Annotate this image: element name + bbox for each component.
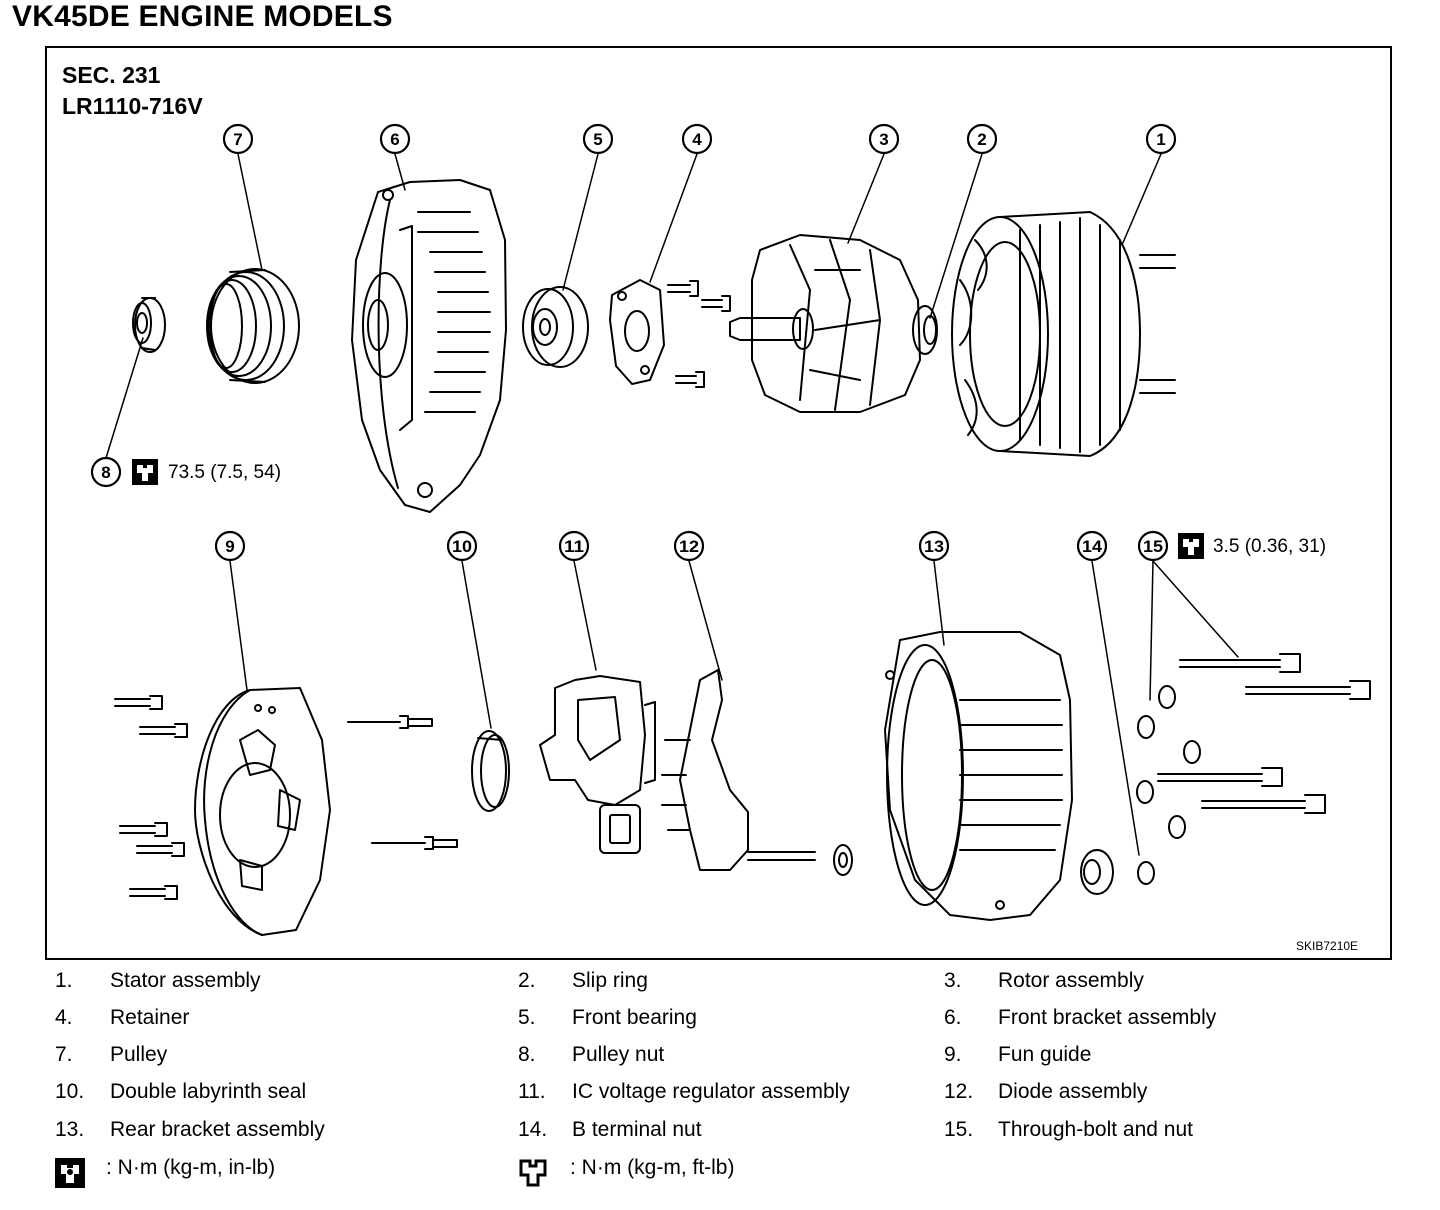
torque-unit-in-lb: : N·m (kg-m, in-lb): [106, 1156, 276, 1179]
callout-circles: [90, 123, 1177, 562]
callout-8: [90, 456, 122, 488]
callout-number: 15: [1143, 537, 1163, 556]
diagram-frame: [45, 46, 1392, 960]
callout-7: [222, 123, 254, 155]
parts-legend: 1. Stator assembly 2. Slip ring 3. Rotor…: [0, 964, 1440, 1204]
callout-15: [1137, 530, 1169, 562]
callout-number: 11: [564, 537, 584, 556]
through-bolt-torque: 3.5 (0.36, 31): [1213, 536, 1327, 557]
torque-wrench-icon: [132, 459, 158, 485]
callout-number: 13: [924, 537, 944, 556]
callout-3: [868, 123, 900, 155]
section-label: SEC. 231 LR1110-716V: [62, 60, 203, 122]
part-pulley: [206, 268, 300, 384]
callout-number: 9: [225, 537, 234, 556]
callout-5: [582, 123, 614, 155]
part-front-bracket: [351, 179, 507, 513]
callout-number: 3: [879, 130, 888, 149]
callout-14: [1076, 530, 1108, 562]
callout-9: [214, 530, 246, 562]
callout-1: [1145, 123, 1177, 155]
part-labyrinth-seal: [471, 730, 510, 812]
leader-lines: [105, 153, 1239, 856]
torque-wrench-icon: [518, 1158, 548, 1188]
callout-number: 6: [390, 130, 399, 149]
callout-number: 14: [1082, 537, 1103, 556]
model-number: LR1110-716V: [62, 93, 203, 119]
torque-wrench-icon: [1178, 533, 1204, 559]
callout-number: 2: [977, 130, 986, 149]
callout-number: 5: [593, 130, 602, 149]
callout-10: [446, 530, 478, 562]
pulley-nut-torque: 73.5 (7.5, 54): [168, 462, 282, 483]
callout-4: [681, 123, 713, 155]
part-retainer: [609, 279, 731, 388]
callout-number: 7: [233, 130, 242, 149]
part-through-bolts: [1136, 653, 1371, 885]
callout-number: 1: [1156, 130, 1165, 149]
part-pulley-nut: [132, 297, 166, 353]
torque-unit-ft-lb: : N·m (kg-m, ft-lb): [570, 1156, 735, 1179]
callout-number: 10: [452, 537, 472, 556]
section-number: SEC. 231: [62, 62, 161, 88]
part-stator: [951, 211, 1176, 457]
part-rivets: [347, 715, 458, 850]
part-front-bearing: [522, 286, 589, 368]
callout-number: 12: [679, 537, 699, 556]
part-fan-guide: [114, 687, 331, 936]
torque-wrench-icon: [55, 1158, 85, 1188]
figure-code: SKIB7210E: [1296, 939, 1359, 953]
callout-numbers: 7 6 5 4 3 2 1 8 9 10 11 12 13 14 15: [101, 130, 1165, 556]
part-b-terminal-nut: [1080, 849, 1114, 895]
callout-number: 8: [101, 463, 110, 482]
part-rotor: [729, 234, 938, 413]
callout-13: [918, 530, 950, 562]
callout-6: [379, 123, 411, 155]
callout-11: [558, 530, 590, 562]
callout-number: 4: [692, 130, 702, 149]
page-title: VK45DE ENGINE MODELS: [12, 0, 393, 33]
part-ic-regulator: [539, 675, 656, 854]
part-rear-bracket: [884, 631, 1073, 921]
callout-12: [673, 530, 705, 562]
callout-2: [966, 123, 998, 155]
part-diode-assembly: [661, 669, 853, 876]
